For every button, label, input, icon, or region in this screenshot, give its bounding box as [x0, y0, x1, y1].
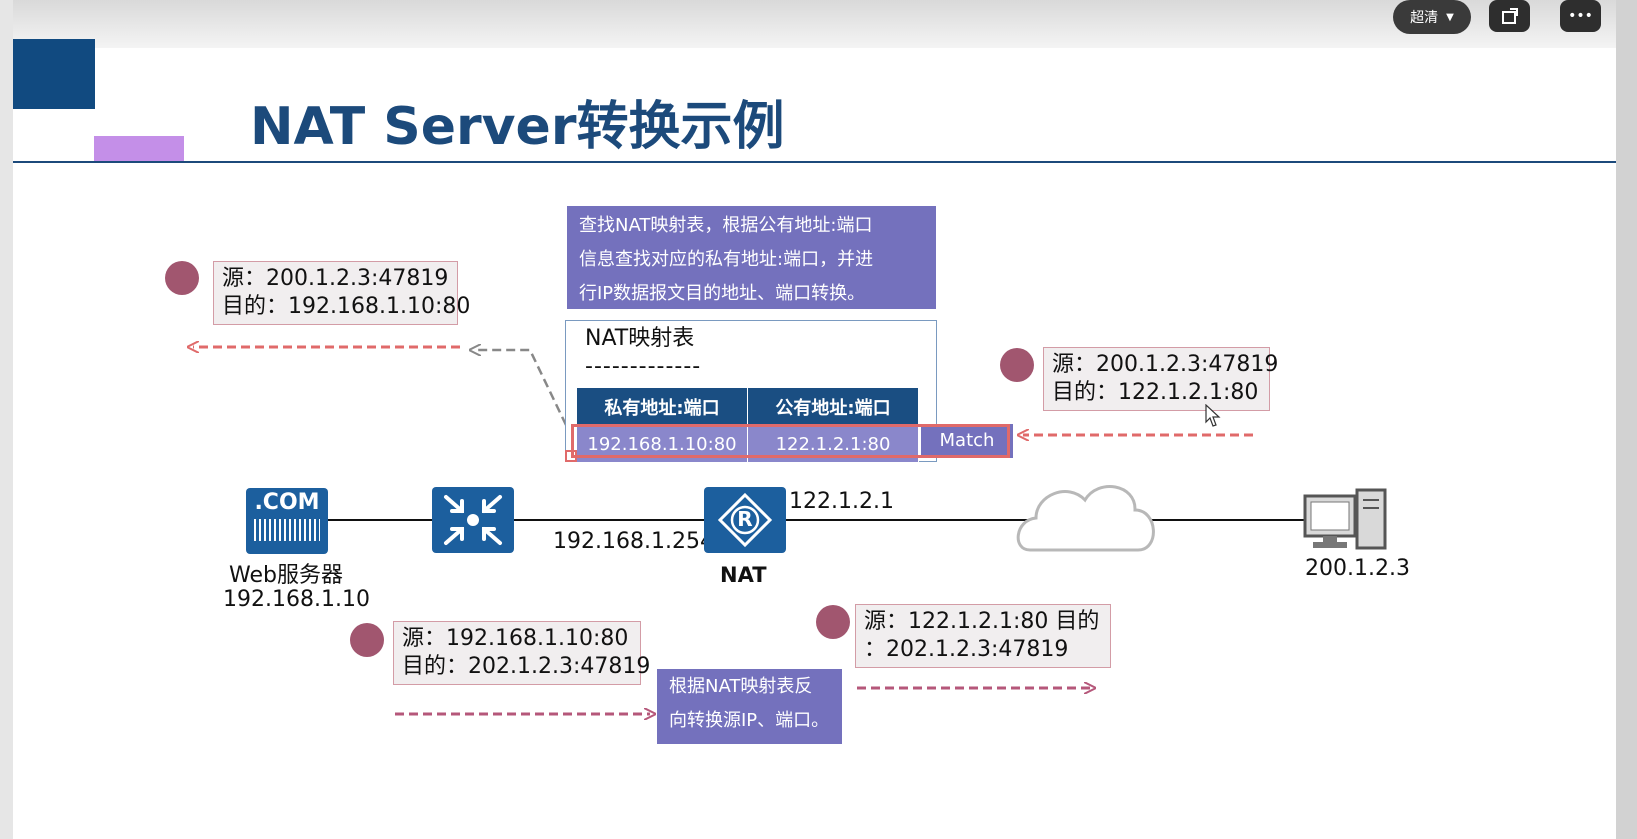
- nat-label: NAT: [720, 563, 767, 587]
- packet-bottom-left: 源：192.168.1.10:80 目的：202.1.2.3:47819: [393, 621, 651, 685]
- packet-dot: [350, 623, 384, 657]
- packet-top-right: 源：200.1.2.3:47819 目的：122.1.2.1:80: [1043, 347, 1279, 411]
- packet-src: 源：122.1.2.1:80 目的: [864, 609, 1100, 634]
- player-top-bar: [0, 0, 1637, 48]
- right-scrollbar[interactable]: [1616, 0, 1637, 839]
- quality-label: 超清: [1410, 10, 1439, 26]
- packet-src: 源：200.1.2.3:47819: [1052, 352, 1279, 377]
- match-tag: Match: [921, 424, 1013, 458]
- cursor-icon: [1205, 404, 1221, 427]
- server-name: Web服务器: [229, 563, 343, 588]
- lookup-line-1: 查找NAT映射表，根据公有地址:端口: [579, 215, 873, 236]
- packet-bottom-right: 源：122.1.2.1:80 目的 ：202.1.2.3:47819: [855, 604, 1111, 668]
- packet-dot: [1000, 348, 1034, 382]
- popout-button[interactable]: [1489, 0, 1530, 32]
- header-private: 私有地址:端口: [577, 388, 748, 426]
- title-underline: [13, 161, 1616, 163]
- web-server-icon: .COM: [246, 488, 328, 554]
- nat-table-title: NAT映射表: [585, 326, 695, 351]
- server-badge-text: .COM: [254, 490, 320, 515]
- match-highlight: [571, 424, 1010, 458]
- internet-cloud-icon: [1016, 485, 1155, 552]
- lookup-line-2: 信息查找对应的私有地址:端口，并进: [579, 249, 874, 270]
- lookup-line-3: 行IP数据报文目的地址、端口转换。: [579, 283, 866, 304]
- lookup-callout: 查找NAT映射表，根据公有地址:端口 信息查找对应的私有地址:端口，并进 行IP…: [567, 206, 936, 309]
- server-rack-stripes: [254, 519, 320, 541]
- left-edge: [0, 0, 13, 839]
- nat-outside-ip: 122.1.2.1: [789, 489, 894, 514]
- router-symbol: R: [737, 507, 753, 531]
- packet-dot: [816, 605, 850, 639]
- reverse-line-2: 向转换源IP、端口。: [669, 710, 830, 731]
- packet-dst: 目的：122.1.2.1:80: [1052, 380, 1259, 405]
- router-diamond-icon: [717, 492, 773, 548]
- pc-client-icon: [1303, 488, 1387, 550]
- packet-top-left: 源：200.1.2.3:47819 目的：192.168.1.10:80: [213, 261, 471, 325]
- packet-dst: 目的：192.168.1.10:80: [222, 294, 471, 319]
- more-icon: •••: [1568, 8, 1593, 24]
- nat-table-separator: -------------: [585, 354, 702, 379]
- quality-dropdown[interactable]: 超清 ▼: [1393, 0, 1471, 34]
- packet-dst: ：202.1.2.3:47819: [864, 637, 1069, 662]
- nat-inside-ip: 192.168.1.254: [553, 529, 714, 554]
- nat-router-icon: R: [704, 487, 786, 553]
- highlight-handle: [565, 450, 577, 462]
- popout-icon: [1501, 8, 1518, 24]
- corner-block-lilac: [94, 136, 184, 161]
- more-button[interactable]: •••: [1560, 0, 1601, 32]
- packet-dst: 目的：202.1.2.3:47819: [402, 654, 651, 679]
- reverse-callout: 根据NAT映射表反 向转换源IP、端口。: [657, 669, 842, 744]
- corner-block-navy: [13, 39, 95, 109]
- switch-arrows-icon: [444, 495, 502, 545]
- packet-src: 源：200.1.2.3:47819: [222, 266, 449, 291]
- chevron-down-icon: ▼: [1446, 11, 1454, 23]
- header-public: 公有地址:端口: [747, 388, 919, 426]
- nat-table-header-row: 私有地址:端口 公有地址:端口: [577, 388, 919, 426]
- packet-dot: [165, 261, 199, 295]
- switch-icon: [432, 487, 514, 553]
- reverse-line-1: 根据NAT映射表反: [669, 676, 813, 697]
- packet-src: 源：192.168.1.10:80: [402, 626, 629, 651]
- slide-title: NAT Server转换示例: [250, 97, 785, 157]
- client-ip: 200.1.2.3: [1305, 556, 1410, 581]
- server-ip: 192.168.1.10: [223, 587, 370, 612]
- arrow-grey: [475, 350, 568, 426]
